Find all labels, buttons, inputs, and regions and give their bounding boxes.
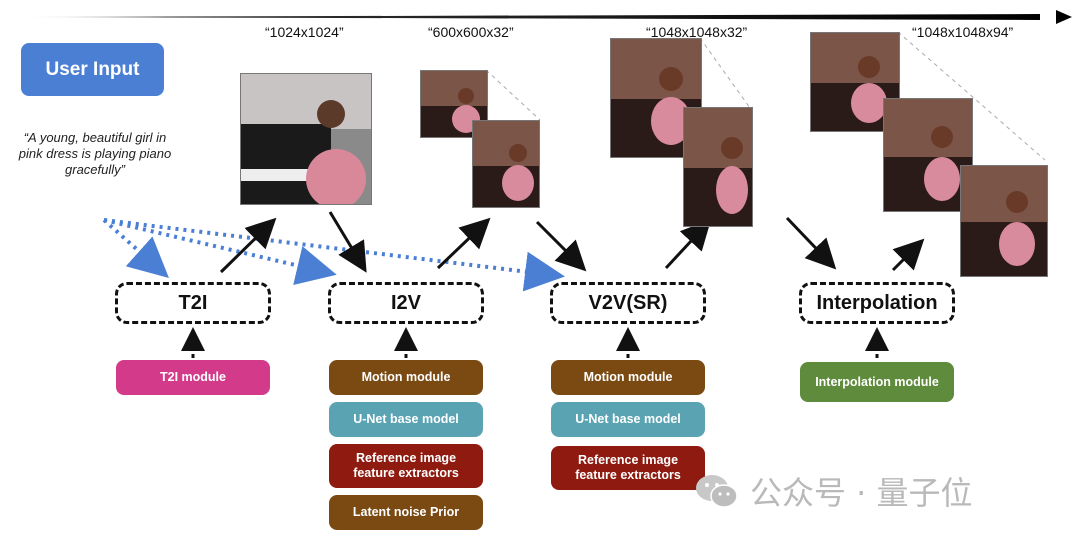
module-v2v-motion: Motion module [551,360,705,395]
watermark-text: 公众号 · 量子位 [750,474,973,512]
interp-output-frame-3 [960,165,1048,277]
stage-interpolation: Interpolation [799,282,955,324]
module-i2v-latent-noise: Latent noise Prior [329,495,483,530]
flow-arrow-v2v-out [664,219,712,270]
wechat-icon [696,475,738,508]
resolution-label-i2v: “600x600x32” [428,24,514,40]
flow-arrows [219,211,925,274]
user-input-label: User Input [45,58,140,80]
module-v2v-unet: U-Net base model [551,402,705,437]
module-arrows [181,327,889,358]
user-input-box: User Input [21,43,164,96]
stage-i2v-label: I2V [390,291,422,314]
resolution-label-v2v: “1048x1048x32” [646,24,748,40]
flow-arrow-interp-out [891,238,925,272]
flow-arrow-t2i-out [219,217,277,274]
prompt-arrow-i2v [103,218,337,286]
watermark: 公众号 · 量子位 [694,468,973,514]
resolution-label-t2i: “1024x1024” [265,24,344,40]
v2v-output-frame-2 [683,107,753,227]
t2i-output-image [240,73,372,205]
flow-arrow-interp-in [785,216,837,270]
resolution-label-interp: “1048x1048x94” [912,24,1014,40]
flow-arrow-v2v-in [535,220,587,272]
stage-i2v: I2V [328,282,484,324]
stage-t2i-label: T2I [178,291,208,314]
prompt-arrow-v2v [103,218,565,292]
i2v-output-frame-2 [472,120,540,208]
timeline-arrow [20,10,1072,24]
flow-arrow-i2v-out [436,217,491,270]
stage-interp-label: Interpolation [816,291,938,314]
interp-output-frame-2 [883,98,973,212]
module-v2v-ref-extractors: Reference image feature extractors [551,446,705,490]
module-interpolation: Interpolation module [800,362,954,402]
module-i2v-unet: U-Net base model [329,402,483,437]
frame-stack-lines [485,31,1046,161]
stage-v2v-sr: V2V(SR) [550,282,706,324]
stage-v2v-label: V2V(SR) [588,291,668,314]
module-t2i: T2I module [116,360,270,395]
prompt-arrows [102,218,565,292]
module-i2v-motion: Motion module [329,360,483,395]
prompt-text: “A young, beautiful girl in pink dress i… [18,130,172,177]
stage-t2i: T2I [115,282,271,324]
flow-arrow-i2v-in [328,211,367,273]
module-i2v-ref-extractors: Reference image feature extractors [329,444,483,488]
